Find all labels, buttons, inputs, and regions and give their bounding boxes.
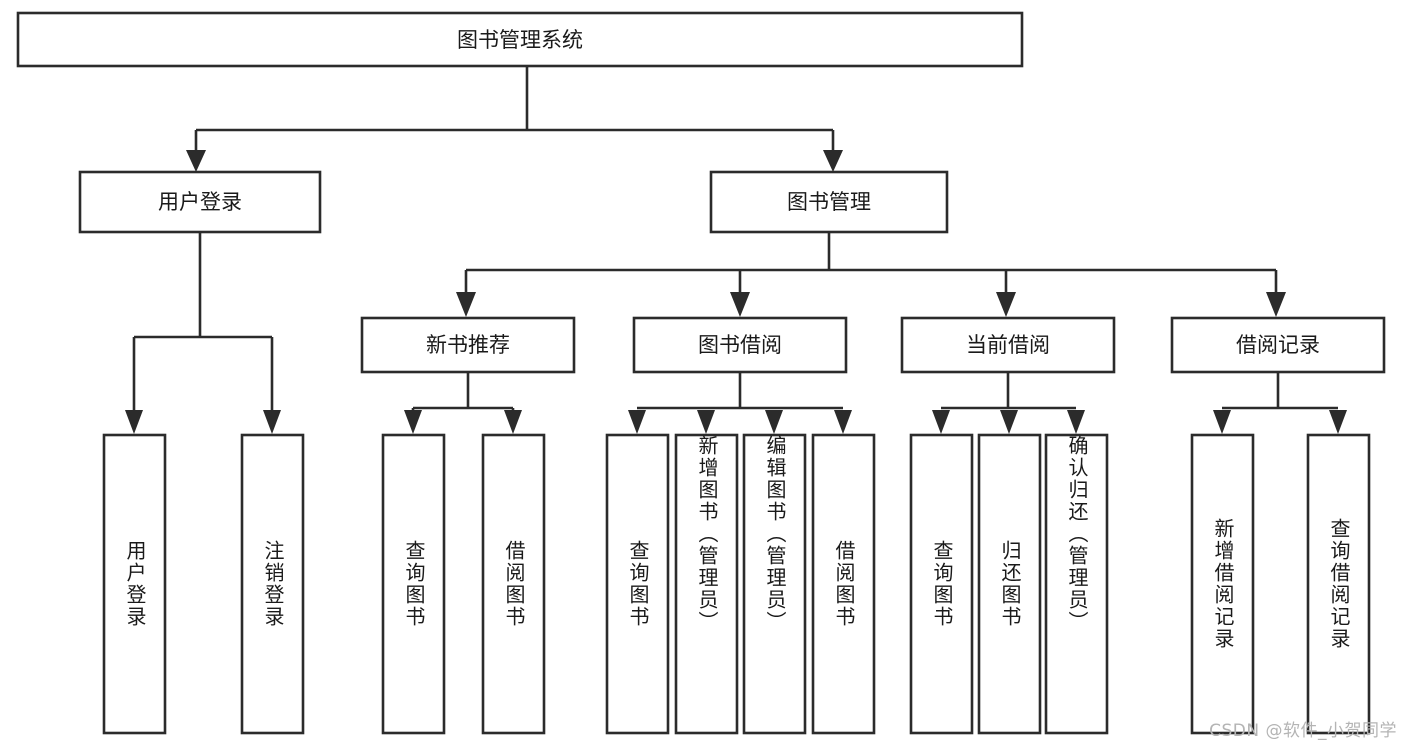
current-borrow-label: 当前借阅 — [966, 333, 1050, 357]
leaf-box-borrow-book-1[interactable] — [481, 433, 546, 735]
root-box[interactable] — [16, 11, 1024, 68]
node-book-manage[interactable]: 图书管理 — [709, 170, 949, 234]
arrow-leaf-edit-book — [765, 410, 783, 434]
user-login-label: 用户登录 — [158, 190, 242, 214]
arrow-leaf-borrow-book-1 — [504, 410, 522, 434]
leaf-box-edit-book[interactable] — [742, 433, 807, 735]
new-book-rec-box[interactable] — [360, 316, 576, 374]
node-root[interactable]: 图书管理系统 — [16, 11, 1024, 68]
arrow-borrow-record — [1266, 292, 1286, 317]
leaf-box-query-book-3[interactable] — [909, 433, 974, 735]
leaf-box-query-book-2[interactable] — [605, 433, 670, 735]
leaf-box-confirm-return[interactable] — [1044, 433, 1109, 735]
borrow-record-label: 借阅记录 — [1236, 333, 1320, 357]
leaf-box-query-book-1[interactable] — [381, 433, 446, 735]
book-borrow-box[interactable] — [632, 316, 848, 374]
new-book-rec-label: 新书推荐 — [426, 333, 510, 357]
leaf-box-add-book[interactable] — [674, 433, 739, 735]
node-current-borrow[interactable]: 当前借阅 — [900, 316, 1116, 374]
arrow-leaf-return-book — [1000, 410, 1018, 434]
arrow-leaf-query-book-1 — [404, 410, 422, 434]
book-borrow-label: 图书借阅 — [698, 333, 782, 357]
arrow-leaf-borrow-book-2 — [834, 410, 852, 434]
arrow-leaf-query-record — [1329, 410, 1347, 434]
arrow-leaf-user-login — [125, 410, 143, 434]
arrow-leaf-logout — [263, 410, 281, 434]
arrow-leaf-query-book-2 — [628, 410, 646, 434]
current-borrow-box[interactable] — [900, 316, 1116, 374]
arrow-user-login — [186, 150, 206, 172]
book-manage-label: 图书管理 — [787, 190, 871, 214]
borrow-record-box[interactable] — [1170, 316, 1386, 374]
arrow-leaf-query-book-3 — [932, 410, 950, 434]
leaf-box-return-book[interactable] — [977, 433, 1042, 735]
leaf-box-query-record[interactable] — [1306, 433, 1371, 735]
node-new-book-rec[interactable]: 新书推荐 — [360, 316, 576, 374]
leaf-box-logout[interactable] — [240, 433, 305, 735]
node-user-login[interactable]: 用户登录 — [78, 170, 322, 234]
leaf-box-user-login[interactable] — [102, 433, 167, 735]
csdn-watermark: CSDN @软件_小贺同学 — [1209, 721, 1397, 741]
leaf-box-add-record[interactable] — [1190, 433, 1255, 735]
arrow-new-book-rec — [456, 292, 476, 317]
arrow-leaf-add-record — [1213, 410, 1231, 434]
root-label: 图书管理系统 — [457, 28, 583, 52]
node-borrow-record[interactable]: 借阅记录 — [1170, 316, 1386, 374]
node-book-borrow[interactable]: 图书借阅 — [632, 316, 848, 374]
arrow-book-borrow — [730, 292, 750, 317]
book-manage-box[interactable] — [709, 170, 949, 234]
arrow-leaf-add-book — [697, 410, 715, 434]
arrow-current-borrow — [996, 292, 1016, 317]
arrow-leaf-confirm-return — [1067, 410, 1085, 434]
leaf-box-borrow-book-2[interactable] — [811, 433, 876, 735]
arrow-book-manage — [823, 150, 843, 172]
